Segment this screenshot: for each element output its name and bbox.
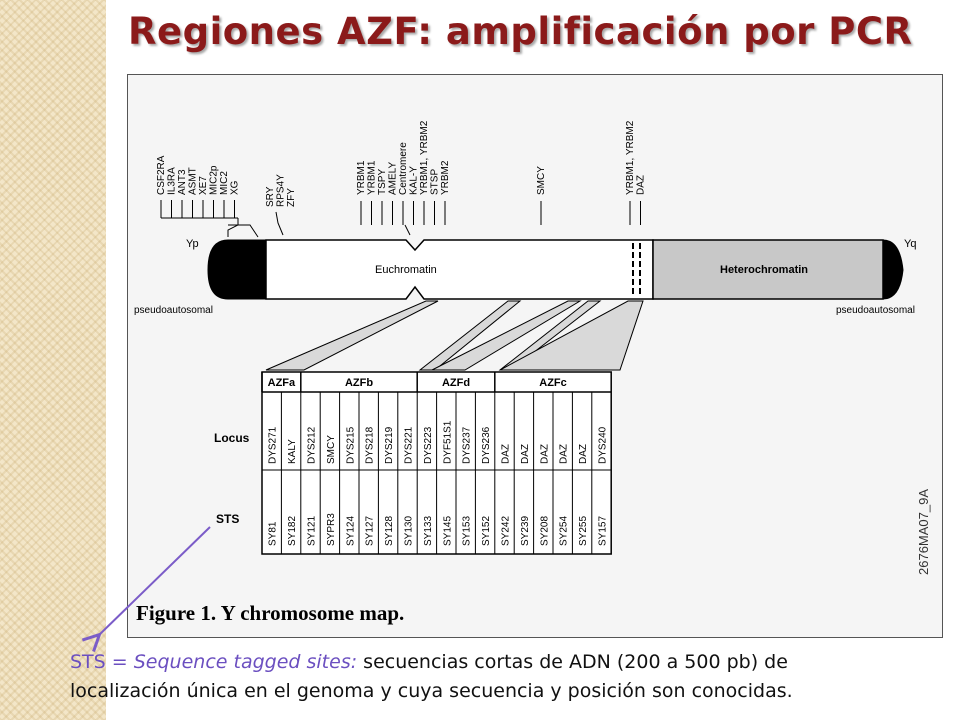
- gene-label: XE7: [198, 176, 209, 195]
- sts-cell: SY133: [423, 516, 434, 546]
- sts-row-label: STS: [216, 512, 239, 526]
- caption-text-line2: localización única en el genoma y cuya s…: [70, 680, 793, 702]
- region-label-azfc: AZFc: [539, 377, 567, 389]
- locus-row-label: Locus: [214, 431, 250, 445]
- gene-label: AMELY: [388, 162, 399, 195]
- gene-label: Centromere: [398, 142, 409, 195]
- region-label-azfd: AZFd: [442, 377, 470, 389]
- locus-cell: DAZ: [578, 444, 589, 464]
- gene-label: STSP: [430, 169, 441, 195]
- figure-caption: Figure 1. Y chromosome map.: [136, 601, 404, 625]
- slide-title: Regiones AZF: amplificación por PCR: [128, 10, 913, 53]
- locus-cell: SMCY: [326, 435, 337, 464]
- euchromatin-label: Euchromatin: [375, 264, 437, 276]
- locus-cell: DYS212: [307, 426, 318, 464]
- gene-label: KAL-Y: [409, 166, 420, 195]
- gene-label: TSPY: [377, 169, 388, 195]
- locus-cell: DAZ: [520, 444, 531, 464]
- locus-cell: DYS271: [268, 426, 279, 464]
- sts-cell: SY81: [268, 521, 279, 546]
- caption-text-line1: secuencias cortas de ADN (200 a 500 pb) …: [357, 651, 788, 673]
- locus-cell: DYS237: [462, 426, 473, 464]
- sts-cell: SYPR3: [326, 513, 337, 546]
- gene-label: IL3RA: [167, 167, 178, 195]
- locus-cell: DAZ: [501, 444, 512, 464]
- locus-cell: DYS221: [404, 426, 415, 464]
- gene-label: YRBM1: [356, 160, 367, 195]
- gene-label: RPS4Y: [276, 174, 287, 207]
- y-chromosome-figure: Yp Yq pseudoautosomal pseudoautosomal Eu…: [127, 74, 943, 638]
- sts-cell: SY242: [501, 516, 512, 546]
- locus-cell: DYS215: [345, 426, 356, 464]
- sts-cell: SY128: [384, 516, 395, 546]
- sts-cell: SY153: [462, 516, 473, 546]
- sts-cell: SY254: [559, 516, 570, 546]
- sts-cell: SY124: [345, 516, 356, 546]
- chromosome-body: [207, 239, 904, 300]
- gene-label: SRY: [265, 186, 276, 207]
- gene-label: YRBM1, YRBM2: [625, 120, 636, 195]
- locus-cell: DAZ: [539, 444, 550, 464]
- sts-cell: SY157: [598, 516, 609, 546]
- gene-label: DAZ: [636, 175, 647, 195]
- caption-definition: Sequence tagged sites:: [133, 651, 358, 673]
- region-label-azfb: AZFb: [345, 377, 373, 389]
- sts-cell: SY239: [520, 516, 531, 546]
- gene-label-smcy: SMCY: [536, 166, 547, 195]
- sts-cell: SY127: [365, 516, 376, 546]
- pseudoautosomal-left-label: pseudoautosomal: [134, 305, 213, 316]
- gene-label: CSF2RA: [156, 155, 167, 195]
- sts-cell: SY182: [287, 516, 298, 546]
- chromosome-map-svg: Yp Yq pseudoautosomal pseudoautosomal Eu…: [134, 120, 931, 625]
- pseudoautosomal-right-label: pseudoautosomal: [836, 305, 915, 316]
- gene-label: ANT3: [177, 169, 188, 195]
- locus-cell: DYS223: [423, 426, 434, 464]
- sts-explanation: STS = Sequence tagged sites: secuencias …: [70, 648, 950, 706]
- caption-term: STS =: [70, 651, 134, 673]
- locus-cell: KALY: [287, 439, 298, 464]
- gene-label: MIC2: [219, 171, 230, 195]
- yq-telomere-cap: [882, 239, 904, 300]
- locus-cell: DYS236: [481, 426, 492, 464]
- gene-label: ZFY: [286, 188, 297, 207]
- gene-label: ASMT: [188, 167, 199, 195]
- gene-label: MIC2p: [209, 165, 220, 195]
- sts-cell: SY208: [539, 516, 550, 546]
- locus-cell: DYS240: [598, 426, 609, 464]
- heterochromatin-region: [652, 239, 884, 300]
- sts-cell: SY121: [307, 516, 318, 546]
- yp-telomere-cap: [207, 239, 267, 300]
- locus-cell: DYS219: [384, 426, 395, 464]
- locus-cell: DYS218: [365, 426, 376, 464]
- region-label-azfa: AZFa: [268, 377, 296, 389]
- figure-code: 2676MA07_9A: [916, 489, 931, 575]
- heterochromatin-label: Heterochromatin: [720, 264, 808, 276]
- gene-label: YRBM2: [440, 160, 451, 195]
- arm-yp-label: Yp: [186, 238, 199, 250]
- expansion-lines: [265, 300, 644, 371]
- sts-cell: SY255: [578, 516, 589, 546]
- arm-yq-label: Yq: [904, 238, 916, 250]
- decorative-side-strip: [0, 0, 106, 720]
- gene-label: YRBM1, YRBM2: [419, 120, 430, 195]
- locus-cell: DYF51S1: [442, 420, 453, 464]
- gene-label: XG: [230, 180, 241, 195]
- sts-cell: SY130: [404, 516, 415, 546]
- sts-cell: SY145: [442, 516, 453, 546]
- sts-cell: SY152: [481, 516, 492, 546]
- gene-label: YRBM1: [367, 160, 378, 195]
- locus-cell: DAZ: [559, 444, 570, 464]
